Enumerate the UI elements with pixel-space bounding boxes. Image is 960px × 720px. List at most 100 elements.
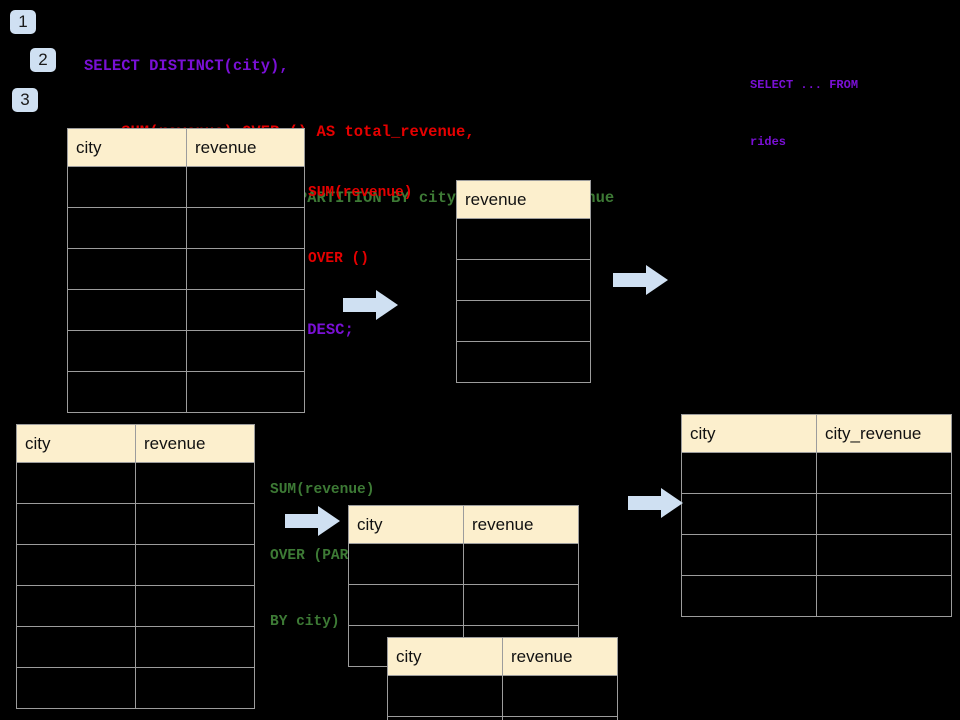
table-cell (67, 330, 187, 372)
column-header-revenue: revenue (186, 128, 305, 167)
table-cell (186, 371, 305, 413)
table-cell (16, 462, 136, 504)
side-note-line-1: SELECT ... FROM (750, 78, 859, 92)
step-badge-2: 2 (30, 48, 56, 72)
table-cell (16, 503, 136, 545)
table-cell (463, 584, 579, 626)
table-header-row: revenue (456, 180, 591, 219)
table-cell (456, 341, 591, 383)
table-cell (456, 259, 591, 301)
table-body (16, 462, 255, 709)
table-row (456, 259, 591, 301)
table-cell (681, 493, 817, 535)
table-row (67, 371, 305, 413)
table-cell (456, 218, 591, 260)
table-cell (67, 248, 187, 290)
table-cell (16, 544, 136, 586)
column-header-city: city (348, 505, 464, 544)
table-row (67, 248, 305, 290)
table-cell (463, 543, 579, 585)
table-row (681, 493, 952, 535)
table-row (456, 341, 591, 383)
total-revenue-table: revenue (456, 180, 591, 383)
arrow-to-partition-icon (285, 506, 340, 536)
table-row (67, 289, 305, 331)
table-cell (135, 503, 255, 545)
table-cell (135, 667, 255, 709)
table-cell (387, 716, 503, 720)
table-row (16, 667, 255, 709)
table-header-row: city revenue (16, 424, 255, 463)
table-cell (348, 584, 464, 626)
table-row (681, 575, 952, 617)
table-cell (502, 675, 618, 717)
table-header-row: city revenue (387, 637, 618, 676)
rides-source-table-2: city revenue (16, 424, 255, 709)
table-header-row: city city_revenue (681, 414, 952, 453)
table-row (387, 716, 618, 720)
table-header-row: city revenue (348, 505, 579, 544)
table-row (348, 543, 579, 585)
table-cell (816, 493, 952, 535)
table-cell (16, 667, 136, 709)
table-body (67, 166, 305, 413)
table-cell (456, 300, 591, 342)
annotation-total-revenue-line-1: SUM(revenue) (308, 185, 413, 201)
table-cell (135, 462, 255, 504)
table-row (387, 675, 618, 717)
table-cell (502, 716, 618, 720)
table-cell (67, 289, 187, 331)
column-header-city: city (67, 128, 187, 167)
side-note-line-2: rides (750, 135, 787, 149)
annotation-total-revenue: SUM(revenue) OVER () (308, 138, 412, 314)
step-badge-3: 3 (12, 88, 38, 112)
sql-line-select: SELECT DISTINCT(city), (84, 57, 289, 75)
column-header-city: city (681, 414, 817, 453)
table-row (67, 330, 305, 372)
table-cell (681, 575, 817, 617)
table-cell (186, 207, 305, 249)
table-cell (387, 675, 503, 717)
table-cell (16, 626, 136, 668)
table-row (16, 585, 255, 627)
final-result-table: city city_revenue (681, 414, 952, 617)
arrow-to-total-revenue-icon (343, 290, 398, 320)
column-header-city-revenue: city_revenue (816, 414, 952, 453)
table-cell (186, 289, 305, 331)
annotation-total-revenue-line-2: OVER () (308, 251, 369, 267)
table-row (16, 544, 255, 586)
table-row (67, 207, 305, 249)
table-row (16, 503, 255, 545)
side-note-select-from-rides: SELECT ... FROM rides (750, 38, 858, 190)
table-cell (186, 330, 305, 372)
table-row (681, 452, 952, 494)
table-row (456, 218, 591, 260)
table-cell (681, 534, 817, 576)
table-body (681, 452, 952, 617)
table-body (387, 675, 618, 720)
table-cell (135, 585, 255, 627)
arrow-to-final-result-icon (628, 488, 683, 518)
table-cell (67, 371, 187, 413)
column-header-city: city (387, 637, 503, 676)
table-cell (135, 626, 255, 668)
table-header-row: city revenue (67, 128, 305, 167)
column-header-revenue: revenue (135, 424, 255, 463)
partition-table-b: city revenue (387, 637, 618, 720)
table-cell (186, 248, 305, 290)
column-header-revenue: revenue (463, 505, 579, 544)
annotation-city-revenue-line-3: BY city) (270, 614, 340, 630)
table-cell (681, 452, 817, 494)
table-cell (816, 534, 952, 576)
step-badge-1: 1 (10, 10, 36, 34)
table-cell (816, 452, 952, 494)
column-header-revenue: revenue (502, 637, 618, 676)
table-row (456, 300, 591, 342)
table-cell (67, 166, 187, 208)
table-row (681, 534, 952, 576)
table-body (456, 218, 591, 383)
arrow-total-revenue-out-icon (613, 265, 668, 295)
table-cell (186, 166, 305, 208)
table-cell (135, 544, 255, 586)
